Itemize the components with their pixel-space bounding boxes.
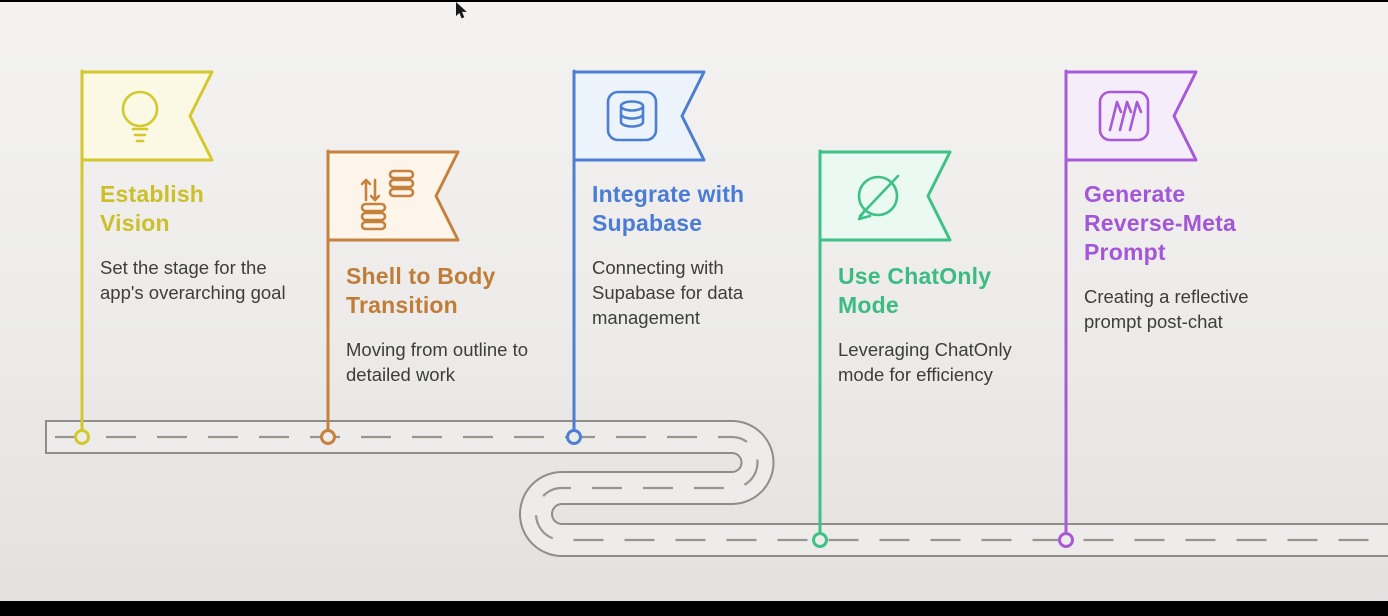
milestone-title: Integrate with Supabase [592,181,745,236]
milestone-reverse-meta-prompt: Generate Reverse-Meta Prompt Creating a … [1084,180,1299,334]
road-node [812,532,828,548]
milestone-description: Moving from outline to detailed work [346,339,529,385]
road [45,420,1388,557]
road-node [320,429,336,445]
milestone-description: Connecting with Supabase for data manage… [592,257,744,328]
chat-disabled-icon [857,174,900,221]
milestone-title: Shell to Body Transition [346,263,496,318]
road-node [1058,532,1074,548]
road-node [74,429,90,445]
mouse-cursor-icon [456,2,467,19]
milestone-description: Creating a reflective prompt post-chat [1084,286,1249,332]
milestone-description: Leveraging ChatOnly mode for efficiency [838,339,1012,385]
flag-banner [80,70,214,162]
milestone-integrate-supabase: Integrate with Supabase Connecting with … [592,180,792,330]
milestone-marker-chatonly-mode [812,149,952,548]
milestone-establish-vision: Establish Vision Set the stage for the a… [100,180,300,305]
flag-banner [572,70,706,162]
road-centerline [55,435,1388,542]
database-icon [606,90,658,142]
milestone-marker-establish-vision [74,69,214,445]
road-node [566,429,582,445]
milestone-marker-shell-to-body [320,149,460,445]
milestone-marker-reverse-meta-prompt [1058,69,1198,548]
letterbox-bottom [0,601,1388,616]
milestone-title: Establish Vision [100,181,205,236]
reverse-arrows-icon [1098,90,1150,142]
letterbox-top [0,0,1388,2]
flag-banner [818,150,952,242]
data-transfer-icon [360,169,415,231]
milestone-title: Use ChatOnly Mode [838,263,992,318]
milestone-chatonly-mode: Use ChatOnly Mode Leveraging ChatOnly mo… [838,262,1048,387]
milestone-description: Set the stage for the app's overarching … [100,257,286,303]
milestone-title: Generate Reverse-Meta Prompt [1084,181,1236,265]
milestone-shell-to-body: Shell to Body Transition Moving from out… [346,262,556,387]
lightbulb-icon [121,90,159,143]
flag-banner [1064,70,1198,162]
milestone-marker-integrate-supabase [566,69,706,445]
